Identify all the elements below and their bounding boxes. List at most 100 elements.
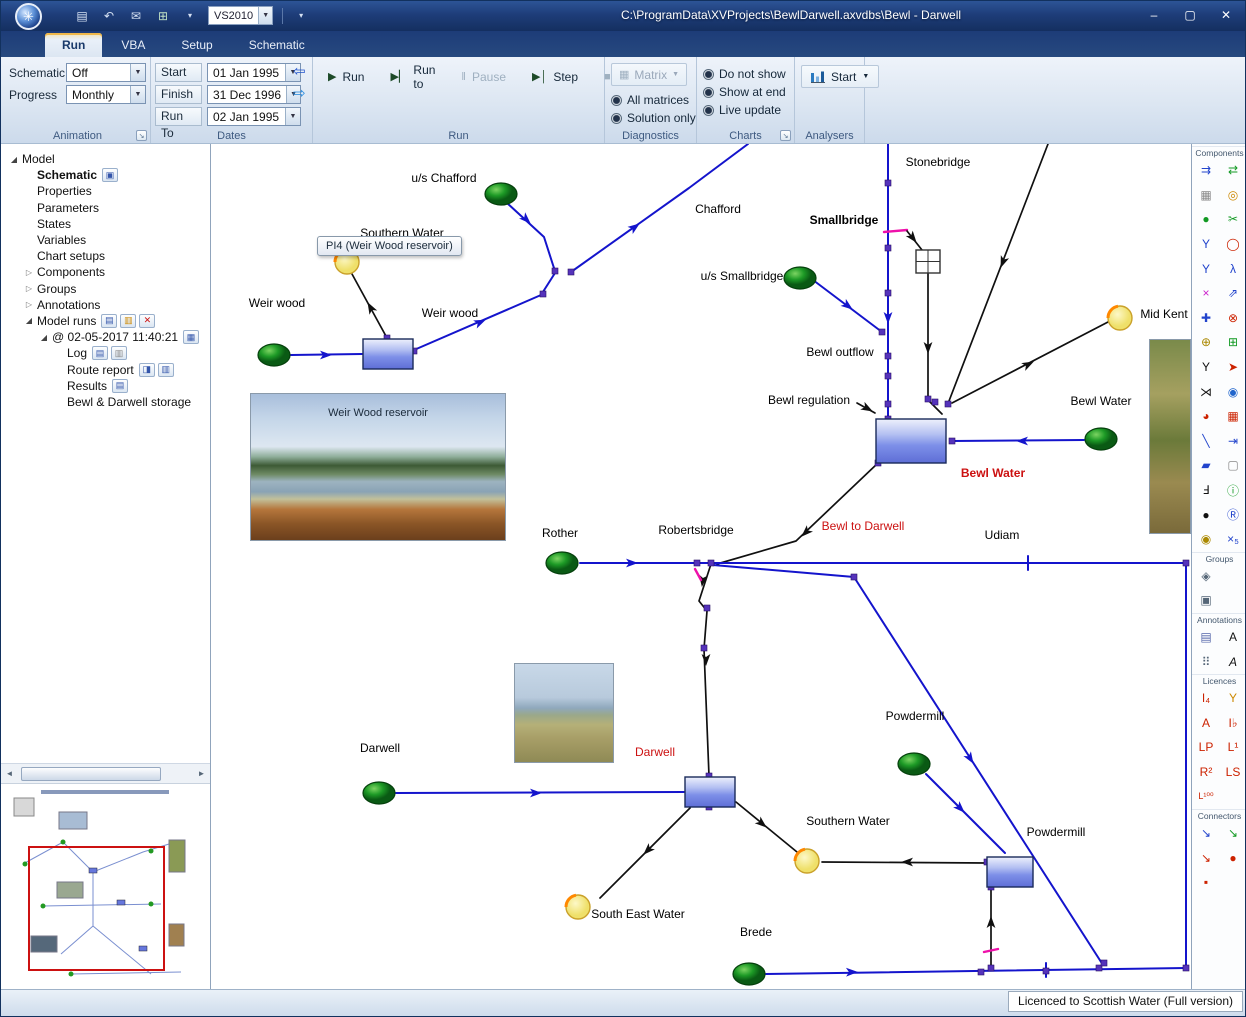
group-box-icon[interactable]: ▣ <box>1200 593 1212 608</box>
black-y-icon[interactable]: Y <box>1201 360 1210 375</box>
junction-node[interactable] <box>884 372 892 380</box>
licence-lp-icon[interactable]: LP <box>1198 740 1214 755</box>
red-grid-icon[interactable]: ▦ <box>1227 409 1239 424</box>
photo-midkent[interactable] <box>1149 339 1191 534</box>
tree-item-02-05-2017-11-40-21[interactable]: ◢@ 02-05-2017 11:40:21▦ <box>6 329 210 345</box>
expander-open-icon[interactable]: ◢ <box>25 316 33 326</box>
hook-icon[interactable]: Ⅎ <box>1202 483 1210 498</box>
black-circle-icon[interactable]: ● <box>1202 507 1210 522</box>
tab-schematic[interactable]: Schematic <box>248 38 305 52</box>
workflow-icon[interactable]: ⊞ <box>157 8 169 23</box>
app-icon[interactable]: ✳ <box>15 3 42 30</box>
matrix-grid-icon[interactable]: ▦ <box>1200 187 1212 202</box>
inflow-icon[interactable]: ⇉ <box>1200 163 1212 178</box>
tree-item-schematic[interactable]: Schematic▣ <box>6 167 210 183</box>
expander-closed-icon[interactable]: ▷ <box>25 300 33 310</box>
brede-source[interactable] <box>732 962 766 986</box>
circle-x-icon[interactable]: ⊗ <box>1227 310 1239 325</box>
group-diamond-icon[interactable]: ◈ <box>1201 568 1211 583</box>
charts-radio-show-at-end[interactable]: Show at end <box>703 83 786 101</box>
confluence-icon[interactable]: Y <box>1201 237 1210 252</box>
link-river-27[interactable] <box>765 967 1187 975</box>
junction-node[interactable] <box>1100 959 1108 967</box>
run-date-icon[interactable]: ▦ <box>183 330 200 345</box>
licence-r2-icon[interactable]: R² <box>1199 764 1213 779</box>
junction-node[interactable] <box>924 395 932 403</box>
tree-item-parameters[interactable]: Parameters <box>6 200 210 216</box>
tree-item-states[interactable]: States <box>6 216 210 232</box>
tab-setup[interactable]: Setup <box>181 38 213 52</box>
circle-plus-icon[interactable]: ⊕ <box>1200 335 1212 350</box>
tree-item-log[interactable]: Log▤▥ <box>6 345 210 361</box>
lambda-icon[interactable]: λ <box>1230 261 1236 276</box>
licence-ls-icon[interactable]: LS <box>1225 764 1241 779</box>
combo-arrow-icon[interactable]: ▼ <box>130 86 145 103</box>
link-pipe-18[interactable] <box>698 563 712 777</box>
link-river-3[interactable] <box>570 144 749 273</box>
tree-item-model[interactable]: ◢Model <box>6 151 210 167</box>
licence-ia-icon[interactable]: I₄ <box>1201 691 1211 706</box>
red-connector-icon[interactable]: ↘ <box>1200 850 1212 865</box>
arrow-bar-icon[interactable]: ⇥ <box>1227 433 1239 448</box>
runs-delete-icon[interactable]: ✕ <box>139 313 156 328</box>
quick-access-chevron-icon[interactable]: ▾ <box>299 11 304 20</box>
log-export-icon[interactable]: ▥ <box>111 346 128 361</box>
junction-node[interactable] <box>551 267 559 275</box>
charts-radio-do-not-show[interactable]: Do not show <box>703 65 786 83</box>
tree-item-groups[interactable]: ▷Groups <box>6 281 210 297</box>
start-date-combo[interactable]: 01 Jan 1995 ▼ <box>207 63 301 82</box>
junction-node[interactable] <box>850 573 858 581</box>
junction-node[interactable] <box>700 644 708 652</box>
diagonal-icon[interactable]: ╲ <box>1202 433 1210 448</box>
tab-vba[interactable]: VBA <box>121 38 146 52</box>
licence-ib-icon[interactable]: I♭ <box>1228 715 1238 730</box>
olive-circle-icon[interactable]: ◉ <box>1200 532 1212 547</box>
minimize-button[interactable]: – <box>1150 8 1158 22</box>
runs-window-icon[interactable]: ▤ <box>101 313 118 328</box>
vs-version-combo[interactable]: VS2010 ▼ <box>208 6 274 25</box>
text-a-icon[interactable]: A <box>1228 629 1237 644</box>
route-export-icon[interactable]: ▥ <box>157 362 174 377</box>
route-report-icon[interactable]: ◨ <box>138 362 155 377</box>
licence-l1-icon[interactable]: L¹ <box>1227 740 1239 755</box>
ring-icon[interactable]: ◯ <box>1226 237 1240 252</box>
powdermill-reservoir[interactable] <box>986 856 1034 888</box>
overview-minimap[interactable] <box>1 783 210 989</box>
us-smallbridge-source[interactable] <box>783 266 817 290</box>
tree-item-annotations[interactable]: ▷Annotations <box>6 297 210 313</box>
y-split-icon[interactable]: Y <box>1201 261 1210 276</box>
darwell-source[interactable] <box>362 781 396 805</box>
diagnostics-radio-all-matrices[interactable]: All matrices <box>611 91 696 109</box>
dialog-launcher-icon[interactable]: ↘ <box>780 130 791 141</box>
horizontal-scrollbar[interactable]: ◄ ► <box>1 763 210 783</box>
us-chafford-source[interactable] <box>484 182 518 206</box>
licence-l100-icon[interactable]: L¹⁰⁰ <box>1198 791 1214 802</box>
licence-y-icon[interactable]: Y <box>1228 691 1237 706</box>
blue-bar-icon[interactable]: ▰ <box>1201 458 1211 473</box>
info-icon[interactable]: ⓘ <box>1226 483 1239 498</box>
junction-node[interactable] <box>987 964 995 972</box>
finish-date-combo[interactable]: 31 Dec 1996 ▼ <box>207 85 301 104</box>
run-button[interactable]: ▶Run <box>319 65 373 88</box>
cross-icon[interactable]: ✚ <box>1200 310 1212 325</box>
blue-connector-icon[interactable]: ↘ <box>1200 826 1212 841</box>
progress-combo[interactable]: Monthly ▼ <box>66 85 146 104</box>
junction-node[interactable] <box>931 398 939 406</box>
r-circle-icon[interactable]: Ⓡ <box>1226 508 1239 523</box>
junction-node[interactable] <box>884 289 892 297</box>
pause-button[interactable]: ‖Pause <box>452 65 515 88</box>
tree-item-model-runs[interactable]: ◢Model runs▤▥✕ <box>6 313 210 329</box>
link-sluice-10[interactable] <box>882 228 909 234</box>
italic-a-icon[interactable]: A <box>1228 654 1237 669</box>
combo-arrow-icon[interactable]: ▼ <box>285 108 300 125</box>
link-sluice-19[interactable] <box>693 567 703 582</box>
bowtie-icon[interactable]: ⋊ <box>1200 384 1212 399</box>
licence-a-icon[interactable]: A <box>1201 715 1210 730</box>
link-river-23[interactable] <box>925 773 1006 854</box>
validate-icon[interactable]: ✉ <box>130 8 142 23</box>
scroll-right-icon[interactable]: ► <box>197 769 206 778</box>
link-sluice-26[interactable] <box>982 947 1000 954</box>
matrix-button[interactable]: ▦ Matrix ▼ <box>611 63 688 86</box>
maximize-button[interactable]: ▢ <box>1184 8 1196 22</box>
